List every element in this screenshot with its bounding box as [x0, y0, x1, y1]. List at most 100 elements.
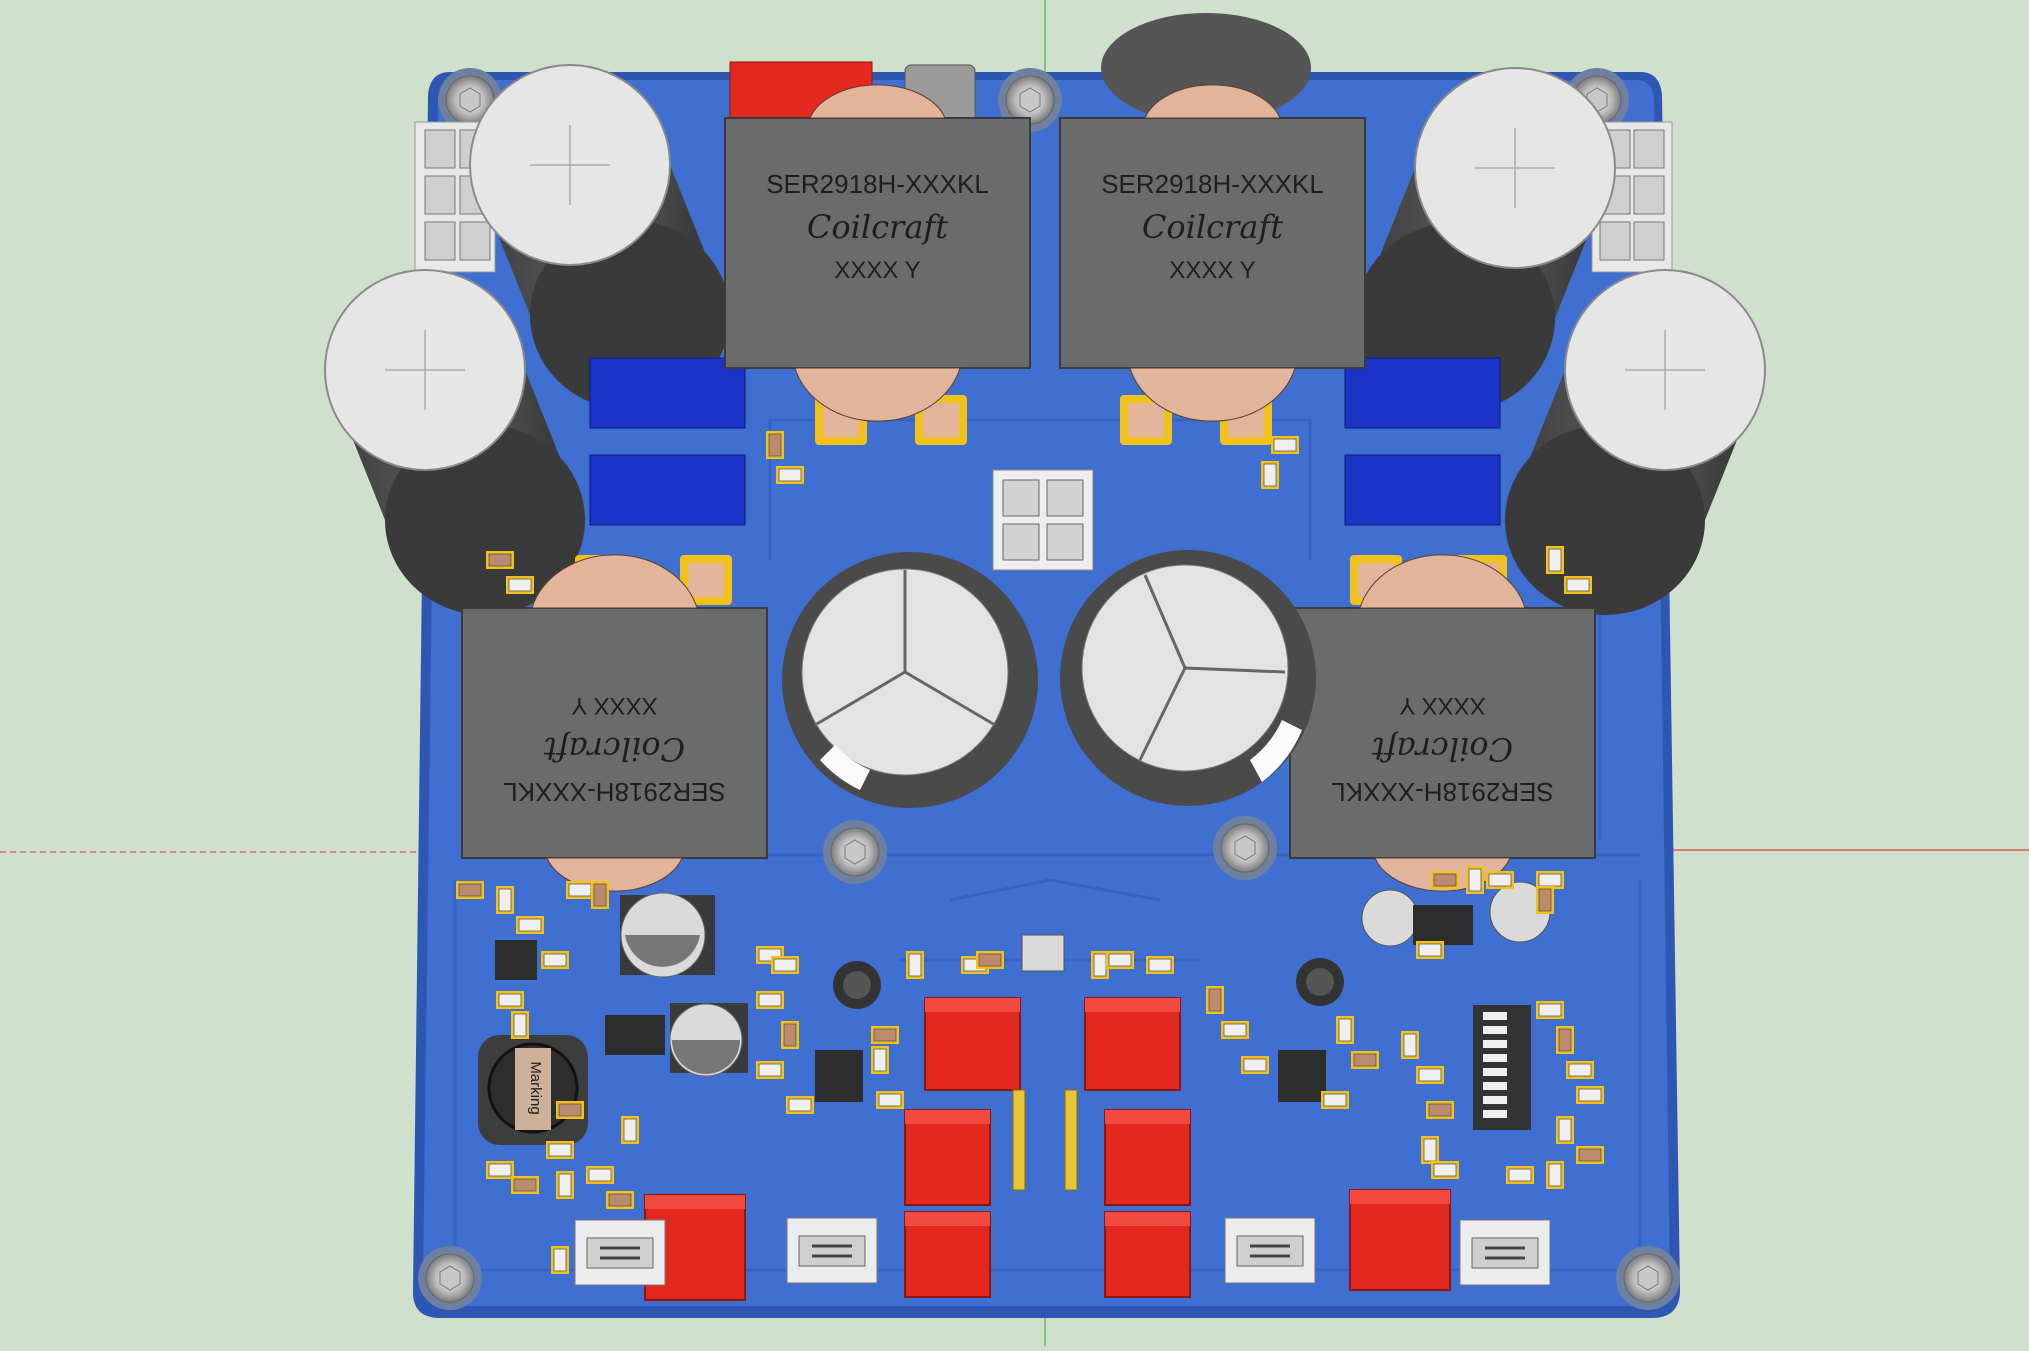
smd-component [606, 1191, 634, 1209]
smd-component [1556, 1116, 1574, 1144]
smd-component [756, 1061, 784, 1079]
smd-component [1221, 1021, 1249, 1039]
smd-component [586, 1166, 614, 1184]
smd-component [1564, 576, 1592, 594]
smd-component [756, 991, 784, 1009]
smd-component [541, 951, 569, 969]
inductor-code: XXXX Y [1169, 257, 1255, 284]
large-capacitors [324, 64, 1766, 615]
bottom-connectors [574, 1217, 1551, 1286]
ic-chip[interactable] [605, 1015, 665, 1055]
smd-component [1401, 1031, 1419, 1059]
smd-component [1556, 1026, 1574, 1054]
red-film-capacitor[interactable] [904, 1109, 991, 1206]
smd-component [1351, 1051, 1379, 1069]
smd-component [766, 431, 784, 459]
smd-component [1431, 1161, 1459, 1179]
smd-component [1466, 866, 1484, 894]
screw-hole-icon [823, 820, 887, 884]
smd-component [496, 991, 524, 1009]
blue-cap[interactable] [589, 454, 746, 526]
red-film-capacitor[interactable] [924, 997, 1021, 1091]
smd-component [776, 466, 804, 484]
smd-component [1506, 1166, 1534, 1184]
smd-component [876, 1091, 904, 1109]
blue-cap[interactable] [1344, 454, 1501, 526]
connector-icon[interactable] [574, 1219, 666, 1286]
red-film-capacitor[interactable] [904, 1211, 991, 1298]
red-film-capacitor[interactable] [1104, 1211, 1191, 1298]
inductor-part-number: SER2918H-XXXKL [766, 169, 989, 199]
smd-component [871, 1026, 899, 1044]
ic-chip[interactable] [815, 1050, 863, 1102]
smd-component [1206, 986, 1224, 1014]
smd-component [516, 916, 544, 934]
connector-icon[interactable] [786, 1217, 878, 1284]
inductor-part-number: SER2918H-XXXKL [503, 777, 726, 807]
integrated-circuits [495, 905, 1473, 1102]
smd-component [906, 951, 924, 979]
snap-in-capacitor-left[interactable] [782, 552, 1038, 808]
smd-component [1261, 461, 1279, 489]
small-electrolytic-caps [620, 892, 748, 1077]
smd-component [871, 1046, 889, 1074]
connector-icon[interactable] [1224, 1217, 1316, 1284]
red-film-capacitor[interactable] [1104, 1109, 1191, 1206]
inductor-brand: Coilcraft [1142, 208, 1283, 246]
electrolytic-capacitor-icon[interactable] [324, 269, 585, 615]
ic-chip[interactable] [1278, 1050, 1326, 1102]
inductor-code: XXXX Y [571, 692, 657, 719]
smd-component [1536, 1001, 1564, 1019]
inductor-part-number: SER2918H-XXXKL [1101, 169, 1324, 199]
test-pins [1012, 1089, 1078, 1191]
smd-component [1241, 1056, 1269, 1074]
smd-component [781, 1021, 799, 1049]
blue-capacitors [589, 357, 1501, 526]
smd-component [1336, 1016, 1354, 1044]
smd-component [771, 956, 799, 974]
red-film-capacitors [644, 997, 1451, 1301]
connector-center[interactable] [992, 469, 1094, 571]
connector-icon[interactable] [1459, 1219, 1551, 1286]
screw-hole-icon [1213, 816, 1277, 880]
blue-cap[interactable] [589, 357, 746, 429]
ic-chip[interactable] [495, 940, 537, 980]
inductor-brand: Coilcraft [1372, 730, 1513, 768]
electrolytic-capacitor-icon[interactable] [1355, 67, 1616, 413]
smd-component [1426, 1101, 1454, 1119]
small-black-caps [833, 881, 1551, 1009]
smd-component [1416, 941, 1444, 959]
inductor-brand: Coilcraft [807, 208, 948, 246]
smd-component [1106, 951, 1134, 969]
ic-chip[interactable] [1413, 905, 1473, 945]
smd-component [486, 551, 514, 569]
screw-hole-icon [1616, 1246, 1680, 1310]
small-cap[interactable] [1361, 889, 1419, 947]
smd-component [1486, 871, 1514, 889]
smd-component [1566, 1061, 1594, 1079]
inductor-code: XXXX Y [1399, 692, 1485, 719]
smd-component [1546, 1161, 1564, 1189]
smd-component [511, 1011, 529, 1039]
dip-switch[interactable] [1473, 1005, 1531, 1130]
small-power-inductor[interactable]: Marking [478, 1035, 588, 1145]
snap-in-capacitor-right[interactable] [1060, 550, 1316, 806]
small-inductor-label: Marking [527, 1061, 544, 1114]
center-smd-part[interactable] [1021, 934, 1065, 972]
blue-cap[interactable] [1344, 357, 1501, 429]
smd-component [1271, 436, 1299, 454]
test-pin[interactable] [1012, 1089, 1026, 1191]
smd-component [591, 881, 609, 909]
red-film-capacitor[interactable] [1084, 997, 1181, 1091]
red-film-capacitor[interactable] [1349, 1189, 1451, 1291]
test-pin[interactable] [1064, 1089, 1078, 1191]
smd-component [486, 1161, 514, 1179]
smd-components [456, 431, 1604, 1274]
